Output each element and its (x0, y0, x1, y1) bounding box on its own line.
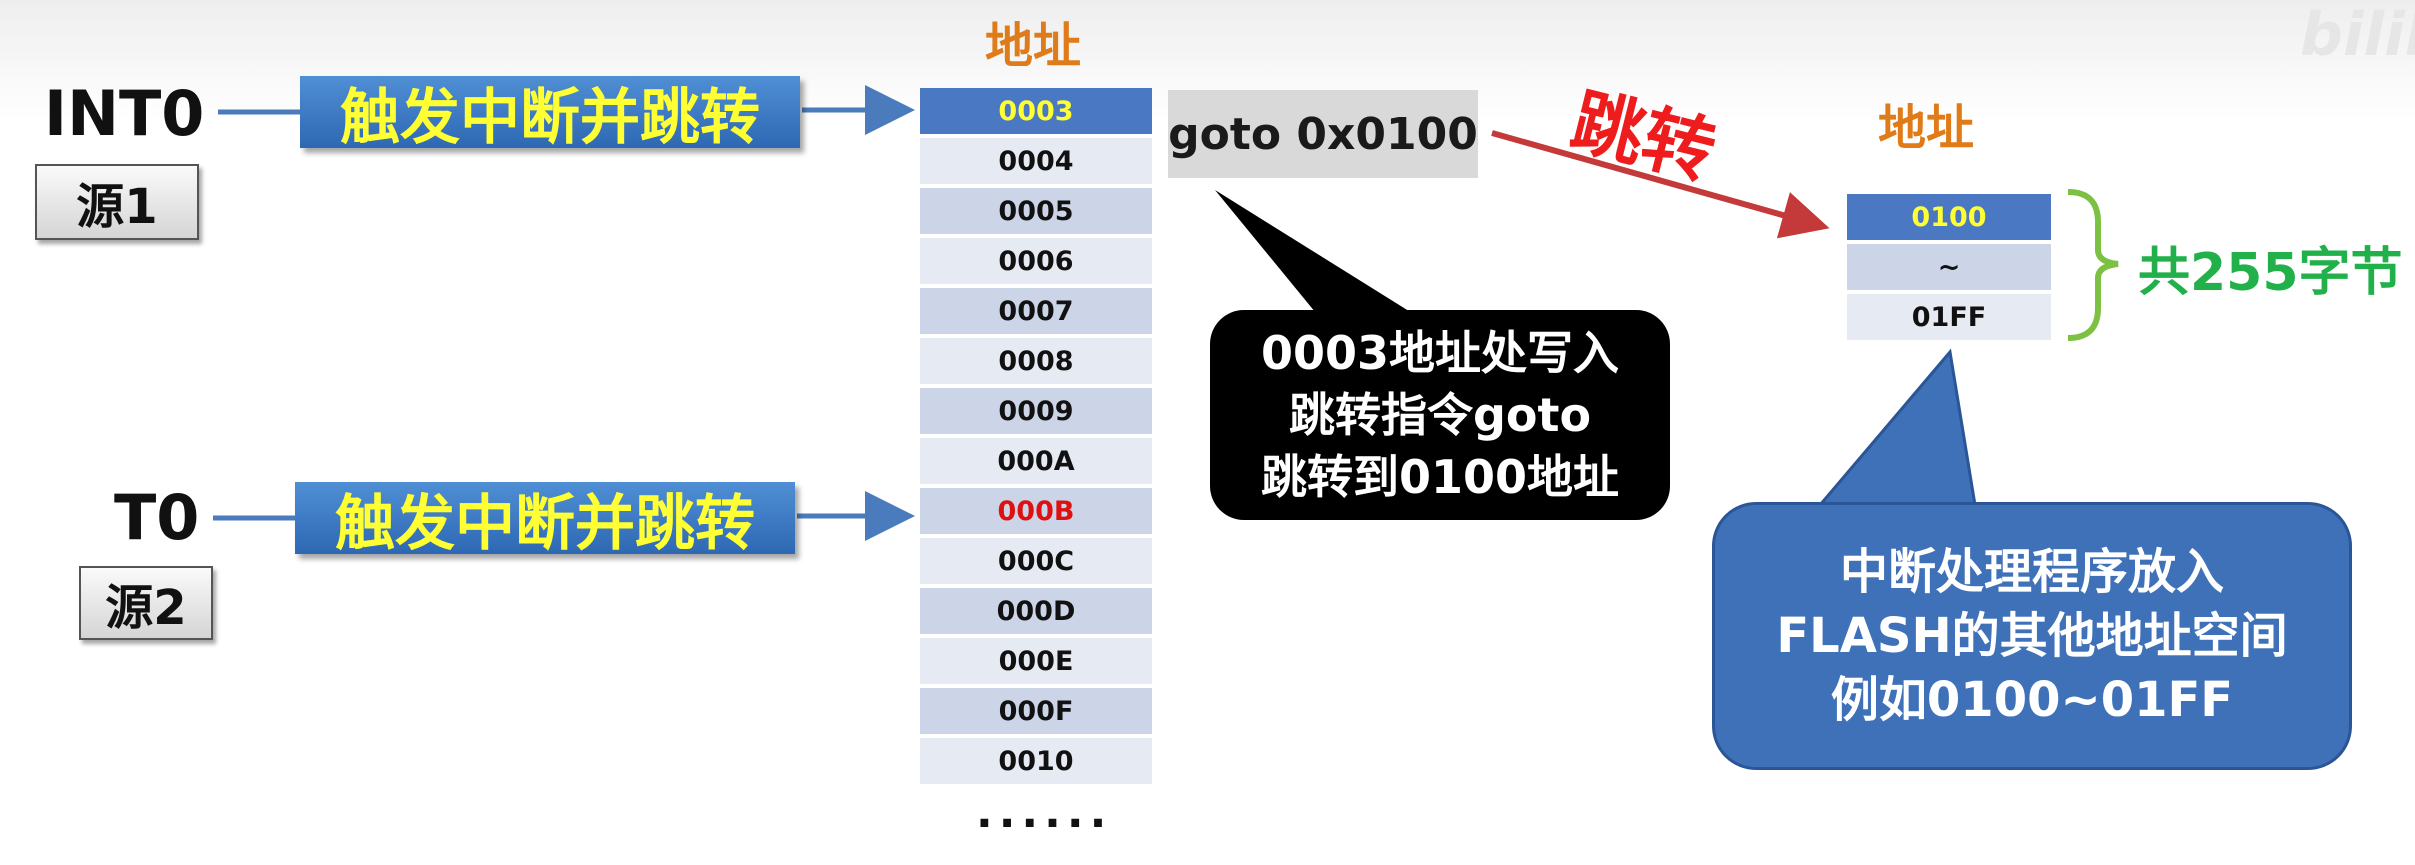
callout-line: 跳转到0100地址 (1260, 450, 1620, 504)
source-label-1: 源1 (35, 164, 199, 240)
callout-line: 中断处理程序放入 (1839, 544, 2224, 600)
handler-table: 0100 ~ 01FF (1847, 194, 2051, 344)
memory-cell: 0100 (1847, 194, 2051, 240)
source-name-int0: INT0 (44, 77, 205, 150)
trigger-label-int0: 触发中断并跳转 (300, 76, 800, 153)
size-brace (2067, 189, 2119, 341)
memory-cell: ~ (1847, 244, 2051, 290)
blue-callout-pointer (1816, 348, 1977, 507)
memory-cell: 0008 (920, 338, 1152, 384)
callout-line: 跳转指令goto (1288, 388, 1592, 442)
handler-size-label: 共255字节 (2138, 243, 2403, 303)
memory-cell: 0005 (920, 188, 1152, 234)
callout-line: FLASH的其他地址空间 (1776, 608, 2288, 664)
callout-line: 例如0100~01FF (1830, 672, 2234, 728)
black-callout-pointer (1215, 190, 1420, 318)
memory-cell: 0004 (920, 138, 1152, 184)
trigger-label-t0: 触发中断并跳转 (295, 482, 795, 559)
memory-cell: 000A (920, 438, 1152, 484)
memory-cell: 0003 (920, 88, 1152, 134)
source-name-t0: T0 (114, 481, 200, 554)
source-label-2: 源2 (79, 566, 213, 640)
vector-table-ellipsis: ······ (976, 798, 1113, 849)
vector-table: 0003 0004 0005 0006 0007 0008 0009 000A … (920, 88, 1152, 792)
memory-cell: 000E (920, 638, 1152, 684)
memory-cell: 0006 (920, 238, 1152, 284)
handler-table-header: 地址 (1878, 100, 1975, 156)
memory-cell: 0010 (920, 738, 1152, 784)
memory-cell: 000D (920, 588, 1152, 634)
handler-location-callout: 中断处理程序放入 FLASH的其他地址空间 例如0100~01FF (1712, 502, 2352, 770)
memory-cell: 000F (920, 688, 1152, 734)
watermark-logo: bilibili (2300, 0, 2415, 70)
goto-instruction: goto 0x0100 (1168, 90, 1478, 178)
memory-cell: 0009 (920, 388, 1152, 434)
memory-cell: 01FF (1847, 294, 2051, 340)
memory-cell: 0007 (920, 288, 1152, 334)
vector-table-header: 地址 (985, 18, 1082, 74)
jump-arrow (1491, 130, 1830, 239)
memory-cell: 000C (920, 538, 1152, 584)
memory-cell: 000B (920, 488, 1152, 534)
goto-explanation-callout: 0003地址处写入 跳转指令goto 跳转到0100地址 (1210, 310, 1670, 520)
callout-line: 0003地址处写入 (1260, 326, 1620, 380)
